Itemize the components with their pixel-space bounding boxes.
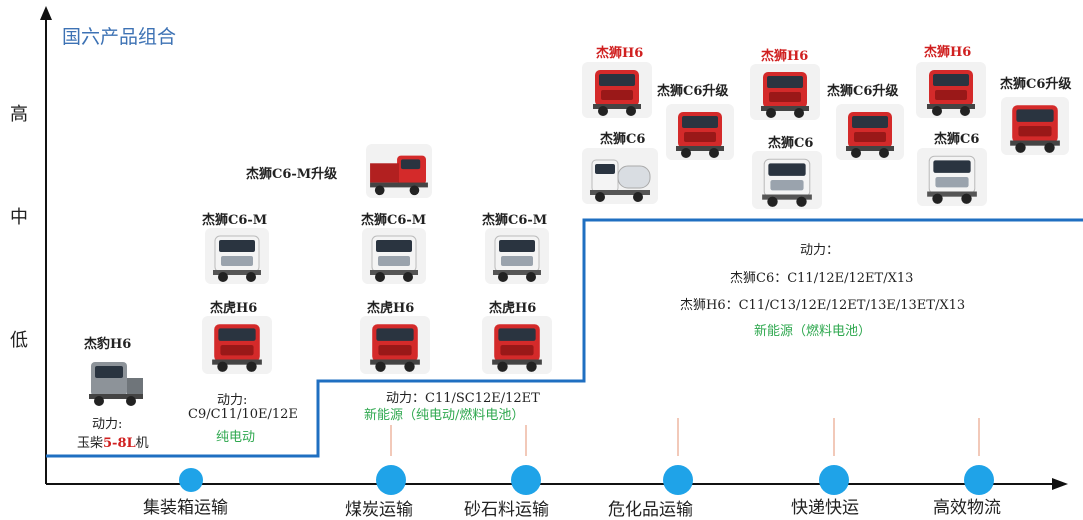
- power-coal-gravel: 动力：C11/SC12E/12ET: [386, 391, 540, 406]
- truck-image-h6-a: [582, 62, 652, 118]
- y-axis-arrow: [40, 6, 52, 20]
- x-axis-arrow: [1052, 478, 1068, 490]
- power-label-upper: 动力：: [800, 243, 840, 258]
- dot-coal: [376, 465, 406, 495]
- truck-image-c6-c: [917, 148, 987, 206]
- y-level-mid: 中: [10, 207, 28, 228]
- truck-image-h6-gravel: [482, 316, 552, 374]
- dot-express: [819, 465, 849, 495]
- power-label-col2: 动力:: [217, 393, 248, 408]
- power-label-jiebao: 动力:: [92, 417, 123, 432]
- power-c6-upper: 杰狮C6：C11/12E/12ET/X13: [730, 271, 914, 286]
- truck-image-c6m-col2: [205, 228, 269, 284]
- dot-container: [179, 468, 203, 492]
- truck-image-c6m-gravel: [485, 228, 549, 284]
- truck-image-c6m-upgrade: [366, 144, 432, 198]
- truck-image-h6-c: [916, 62, 986, 118]
- power-h6-upper: 杰狮H6：C11/C13/12E/12ET/13E/13ET/X13: [680, 298, 966, 313]
- truck-name-jiebao-h6: 杰豹H6: [84, 337, 132, 352]
- truck-name-c6up-c: 杰狮C6升级: [1000, 77, 1072, 92]
- truck-image-h6-col2: [202, 316, 272, 374]
- energy-upper: 新能源（燃料电池）: [754, 324, 872, 339]
- truck-image-c6m-coal: [362, 228, 426, 284]
- truck-name-c6-a: 杰狮C6: [600, 132, 646, 147]
- truck-image-h6-coal: [360, 316, 430, 374]
- dot-logistics: [964, 465, 994, 495]
- truck-image-c6up-b: [836, 104, 904, 160]
- truck-name-h6-a: 杰狮H6: [596, 46, 644, 61]
- dot-hazmat: [663, 465, 693, 495]
- energy-col2: 纯电动: [216, 430, 256, 445]
- diagram-title: 国六产品组合: [62, 26, 177, 48]
- truck-name-h6-c: 杰狮H6: [924, 45, 972, 60]
- dot-gravel: [511, 465, 541, 495]
- category-gravel: 砂石料运输: [464, 500, 549, 520]
- truck-image-c6-a: [582, 148, 658, 204]
- category-express: 快递快运: [791, 498, 859, 518]
- truck-name-h6-col2: 杰虎H6: [210, 301, 258, 316]
- category-hazmat: 危化品运输: [608, 500, 693, 520]
- truck-name-c6up-a: 杰狮C6升级: [657, 84, 729, 99]
- truck-name-c6-c: 杰狮C6: [934, 132, 980, 147]
- truck-name-h6-b: 杰狮H6: [761, 49, 809, 64]
- truck-image-jiebao-h6: [80, 352, 150, 408]
- truck-name-c6m-coal: 杰狮C6-M: [361, 213, 427, 228]
- truck-image-c6up-a: [666, 104, 734, 160]
- truck-name-c6m-upgrade: 杰狮C6-M升级: [246, 167, 338, 182]
- y-level-high: 高: [10, 104, 28, 125]
- category-coal: 煤炭运输: [345, 500, 413, 520]
- category-container: 集装箱运输: [143, 498, 228, 518]
- y-level-low: 低: [10, 330, 28, 351]
- energy-coal-gravel: 新能源（纯电动/燃料电池）: [364, 408, 525, 423]
- truck-image-h6-b: [750, 64, 820, 120]
- truck-image-c6up-c: [1001, 97, 1069, 155]
- truck-name-c6-b: 杰狮C6: [768, 136, 814, 151]
- truck-image-c6-b: [752, 151, 822, 209]
- step-line: [46, 218, 1083, 458]
- power-value-col2: C9/C11/10E/12E: [188, 407, 298, 422]
- category-logistics: 高效物流: [933, 498, 1001, 518]
- truck-name-h6-coal: 杰虎H6: [367, 301, 415, 316]
- power-value-jiebao: 玉柴5-8L机: [77, 436, 149, 451]
- truck-name-c6m-col2: 杰狮C6-M: [202, 213, 268, 228]
- truck-name-c6up-b: 杰狮C6升级: [827, 84, 899, 99]
- truck-name-h6-gravel: 杰虎H6: [489, 301, 537, 316]
- truck-name-c6m-gravel: 杰狮C6-M: [482, 213, 548, 228]
